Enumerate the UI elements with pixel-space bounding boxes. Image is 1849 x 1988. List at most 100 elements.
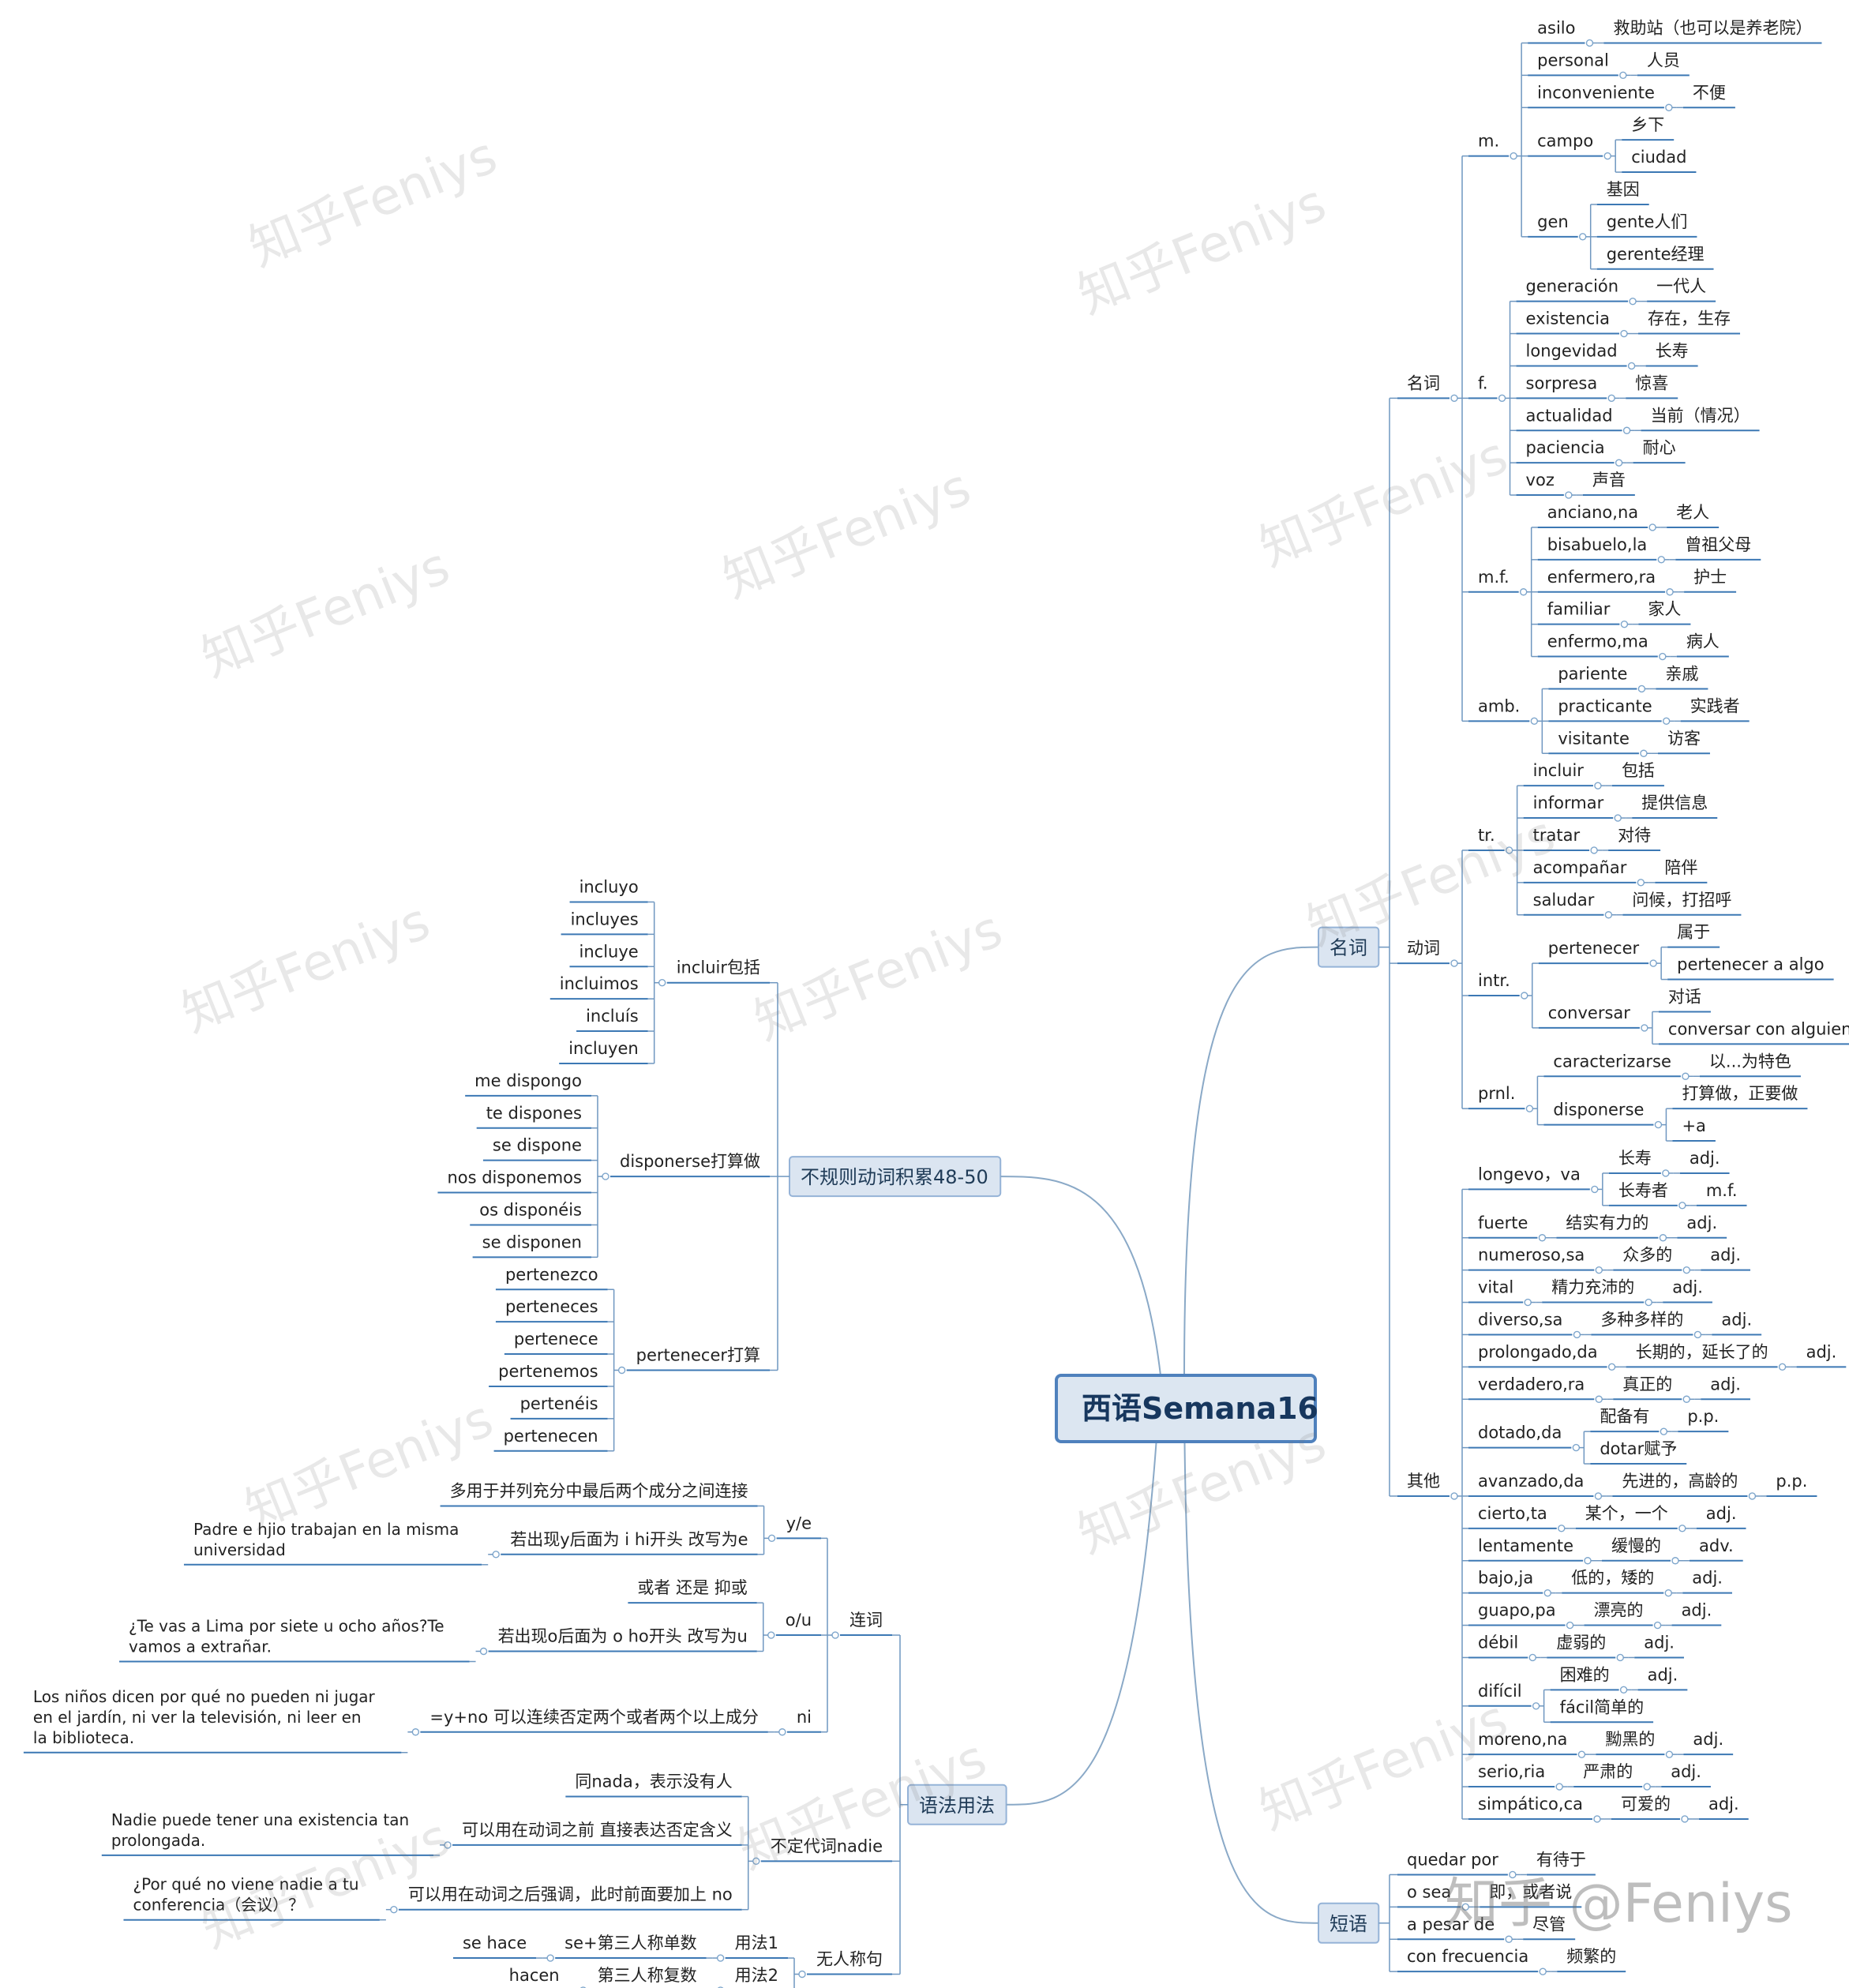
collapse-dot[interactable] — [602, 1172, 609, 1180]
node-o-o-ho-u[interactable]: 若出现o后面为 o ho开头 改写为u — [469, 1627, 757, 1663]
collapse-dot[interactable] — [1521, 992, 1528, 1000]
node-generaci-n[interactable]: generación — [1516, 277, 1648, 306]
node-node[interactable]: 长寿者 — [1608, 1181, 1697, 1210]
node-node[interactable]: 配备有 — [1590, 1407, 1678, 1435]
collapse-dot[interactable] — [1664, 1589, 1672, 1597]
node-adj[interactable]: adj. — [1701, 1375, 1750, 1401]
node-node[interactable]: 实践者 — [1680, 696, 1750, 722]
node-inclu-s[interactable]: incluís — [576, 1007, 648, 1033]
node-practicante[interactable]: practicante — [1548, 696, 1681, 726]
node-enfermo-ma[interactable]: enfermo,ma — [1537, 632, 1677, 661]
collapse-dot[interactable] — [1659, 652, 1667, 661]
collapse-dot[interactable] — [1607, 1363, 1616, 1371]
collapse-dot[interactable] — [1528, 1653, 1536, 1662]
node-node[interactable]: 缓慢的 — [1602, 1536, 1690, 1565]
node-te-vas-a-lima-por-siete-u-ocho-a-os-te-vamos-a-extra-ar[interactable]: ¿Te vas a Lima por siete u ocho años?Tev… — [119, 1617, 470, 1663]
node-nos-disponemos[interactable]: nos disponemos — [437, 1168, 591, 1194]
node-longevo-va[interactable]: longevo，va — [1468, 1165, 1609, 1206]
node-node[interactable]: 基因 — [1596, 180, 1649, 205]
node-se-hace[interactable]: se hace — [452, 1934, 537, 1960]
collapse-dot[interactable] — [1682, 1395, 1690, 1403]
collapse-dot[interactable] — [1461, 1903, 1469, 1911]
collapse-dot[interactable] — [1614, 814, 1622, 822]
collapse-dot[interactable] — [1573, 1330, 1581, 1339]
collapse-dot[interactable] — [1450, 959, 1458, 967]
collapse-dot[interactable] — [479, 1647, 488, 1656]
node-adj[interactable]: adj. — [1701, 1246, 1751, 1271]
node-adj[interactable]: adj. — [1679, 1149, 1730, 1174]
node-node[interactable]: 某个，一个 — [1575, 1504, 1697, 1532]
main-branch-node-3[interactable]: 语法用法 — [907, 1784, 1007, 1825]
node-node[interactable]: 提供信息 — [1632, 793, 1718, 820]
node-f[interactable]: f. — [1468, 300, 1517, 496]
node-node[interactable]: 第三人称复数 — [569, 1966, 707, 1988]
collapse-dot[interactable] — [1641, 1024, 1648, 1032]
collapse-dot[interactable] — [1579, 233, 1587, 241]
node-te-dispones[interactable]: te dispones — [476, 1104, 591, 1129]
node-familiar[interactable]: familiar — [1537, 600, 1639, 628]
node-nada[interactable]: 同nada，表示没有人 — [565, 1772, 742, 1798]
node-anciano-na[interactable]: anciano,na — [1537, 503, 1667, 531]
node-incluimos[interactable]: incluimos — [549, 974, 648, 1000]
node-intr[interactable]: intr. — [1468, 962, 1539, 1029]
collapse-dot[interactable] — [546, 1954, 554, 1962]
node-node[interactable]: 长寿 — [1645, 341, 1698, 367]
collapse-dot[interactable] — [1595, 1266, 1603, 1274]
node-1[interactable]: 用法1 — [706, 1934, 788, 1962]
node-m-f[interactable]: m.f. — [1468, 527, 1538, 658]
node-y-i-hi-e[interactable]: 若出现y后面为 i hi开头 改写为e — [482, 1530, 758, 1566]
node-asilo[interactable]: asilo — [1528, 18, 1604, 47]
collapse-dot[interactable] — [1450, 1492, 1458, 1500]
node-adj[interactable]: adj. — [1677, 1213, 1727, 1239]
node-adj[interactable]: adj. — [1712, 1310, 1762, 1336]
node-padre-e-hjio-trabajan-en-la-misma-universidad[interactable]: Padre e hjio trabajan en la mismaunivers… — [183, 1520, 482, 1566]
collapse-dot[interactable] — [1519, 588, 1528, 596]
node-voz[interactable]: voz — [1516, 471, 1583, 499]
node-pertenemos[interactable]: pertenemos — [489, 1362, 608, 1387]
node-caracterizarse[interactable]: caracterizarse — [1543, 1052, 1700, 1080]
collapse-dot[interactable] — [1649, 959, 1657, 967]
node-f-cil[interactable]: fácil简单的 — [1550, 1697, 1654, 1724]
node-incluyes[interactable]: incluyes — [561, 910, 648, 936]
node-diverso-sa[interactable]: diverso,sa — [1468, 1310, 1592, 1339]
collapse-dot[interactable] — [1678, 1525, 1686, 1532]
node-prolongado-da[interactable]: prolongado,da — [1468, 1342, 1626, 1371]
collapse-dot[interactable] — [1594, 1492, 1603, 1500]
node-verdadero-ra[interactable]: verdadero,ra — [1468, 1375, 1614, 1403]
node-node[interactable]: 即，或者说 — [1480, 1882, 1582, 1908]
collapse-dot[interactable] — [1565, 491, 1573, 499]
node-a[interactable]: +a — [1672, 1116, 1716, 1142]
node-node[interactable]: 声音 — [1582, 471, 1635, 497]
node-node[interactable]: 低的，矮的 — [1562, 1569, 1683, 1597]
collapse-dot[interactable] — [1509, 1870, 1517, 1879]
node-node[interactable]: 陪伴 — [1655, 858, 1708, 883]
node-adj[interactable]: adj. — [1634, 1633, 1684, 1659]
node-pariente[interactable]: pariente — [1548, 664, 1656, 693]
node-node[interactable]: 严肃的 — [1573, 1762, 1662, 1791]
node-node[interactable]: 多种多样的 — [1591, 1310, 1712, 1339]
node-node[interactable]: 有待于 — [1526, 1850, 1596, 1876]
collapse-dot[interactable] — [1693, 1330, 1702, 1339]
node-y-no[interactable]: =y+no 可以连续否定两个或者两个以上成分 — [401, 1708, 768, 1754]
collapse-dot[interactable] — [778, 1728, 786, 1736]
collapse-dot[interactable] — [1653, 1621, 1662, 1630]
collapse-dot[interactable] — [1532, 1702, 1540, 1710]
node-disponerse[interactable]: disponerse打算做 — [591, 1095, 770, 1258]
node-campo[interactable]: campo — [1528, 132, 1622, 173]
collapse-dot[interactable] — [1681, 1815, 1689, 1823]
node-node[interactable]: 对话 — [1658, 987, 1711, 1013]
collapse-dot[interactable] — [1555, 1783, 1563, 1791]
node-moreno-na[interactable]: moreno,na — [1468, 1730, 1596, 1758]
collapse-dot[interactable] — [1595, 1395, 1603, 1403]
collapse-dot[interactable] — [1505, 1935, 1513, 1943]
node-por-qu-no-viene-nadie-a-tu-conferencia[interactable]: ¿Por qué no viene nadie a tuconferencia（… — [123, 1875, 380, 1921]
collapse-dot[interactable] — [716, 1954, 725, 1962]
collapse-dot[interactable] — [1619, 71, 1627, 80]
collapse-dot[interactable] — [1539, 1967, 1547, 1975]
collapse-dot[interactable] — [1566, 1621, 1574, 1630]
node-node[interactable]: 当前（情况） — [1641, 406, 1760, 432]
main-branch-node-1[interactable]: 短语 — [1318, 1902, 1380, 1944]
node-conversar-con-alguien[interactable]: conversar con alguien — [1658, 1019, 1849, 1045]
node-simp-tico-ca[interactable]: simpático,ca — [1468, 1795, 1611, 1823]
collapse-dot[interactable] — [1603, 152, 1611, 160]
